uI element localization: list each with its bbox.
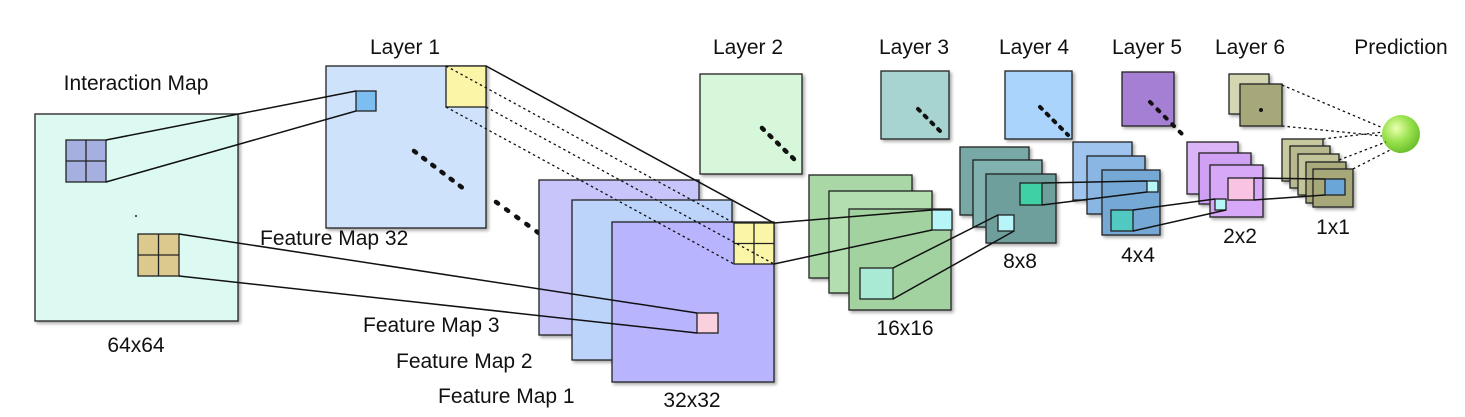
- layer1-dots-diagonal: [411, 148, 471, 195]
- layer5-unit-cyan: [1214, 198, 1227, 211]
- layer1-kernel-yellow: [445, 65, 487, 108]
- layer1: Layer 1 Feature Map 32: [260, 36, 487, 250]
- layer4-title: Layer 4: [999, 36, 1069, 59]
- layer3-size-label: 8x8: [1003, 250, 1037, 273]
- layer3-title: Layer 3: [879, 36, 949, 59]
- feature-map-unit-pink: [696, 312, 719, 334]
- layer3-kernel-green: [1019, 182, 1043, 206]
- interaction-map: Interaction Map 64x64: [34, 72, 239, 357]
- feature-map-3-label: Feature Map 3: [363, 314, 500, 337]
- layer2-title: Layer 2: [713, 36, 783, 59]
- layer5-kernel-pink: [1227, 177, 1255, 201]
- layer3: Layer 3 8x8: [879, 36, 1057, 273]
- layer2-unit-cyan: [931, 209, 953, 231]
- prediction-title: Prediction: [1354, 36, 1447, 59]
- prediction: Prediction: [1354, 36, 1448, 153]
- feature-map-32-label: Feature Map 32: [260, 227, 408, 250]
- layer3-unit-cyan: [997, 214, 1015, 232]
- feature-map-kernel-yellow: [733, 222, 775, 265]
- layer1-unit-blue: [355, 90, 377, 112]
- layer4-dots: [1038, 105, 1070, 137]
- layer2-size-label: 16x16: [876, 317, 933, 340]
- layer4-unit-cyan: [1146, 180, 1159, 193]
- layer6-title: Layer 6: [1215, 36, 1285, 59]
- feature-maps-size-label: 32x32: [663, 389, 720, 412]
- interaction-kernel-blue: [65, 139, 107, 183]
- layer6-dot: [1259, 108, 1263, 112]
- layer3-dots: [916, 107, 945, 136]
- layer6: Layer 6 1x1: [1215, 36, 1354, 239]
- layer6-size-label: 1x1: [1316, 216, 1350, 239]
- layer6-unit-blue: [1324, 178, 1346, 196]
- layer2-dots: [759, 125, 801, 166]
- layer2: Layer 2 16x16: [699, 36, 953, 340]
- layer5-size-label: 2x2: [1223, 225, 1257, 248]
- dotted-connection-lines: [445, 65, 1391, 265]
- layer4-kernel-teal: [1110, 209, 1134, 232]
- layer4-size-label: 4x4: [1121, 244, 1155, 267]
- layer2-kernel-mint: [859, 267, 894, 300]
- layer5-dots: [1148, 100, 1186, 138]
- prediction-node: [1382, 115, 1420, 153]
- layer1-title: Layer 1: [370, 36, 440, 59]
- layer5: Layer 5 2x2: [1112, 36, 1264, 248]
- feature-map-1-label: Feature Map 1: [438, 385, 575, 408]
- interaction-map-title: Interaction Map: [64, 72, 209, 95]
- connection-lines: [105, 65, 1326, 334]
- layer5-title: Layer 5: [1112, 36, 1182, 59]
- interaction-map-dot: [135, 215, 137, 217]
- feature-map-2-label: Feature Map 2: [396, 350, 533, 373]
- interaction-kernel-tan: [137, 233, 180, 277]
- layer2-square: [699, 73, 803, 175]
- interaction-map-size-label: 64x64: [107, 334, 165, 357]
- layer6-square-front: [1239, 83, 1283, 127]
